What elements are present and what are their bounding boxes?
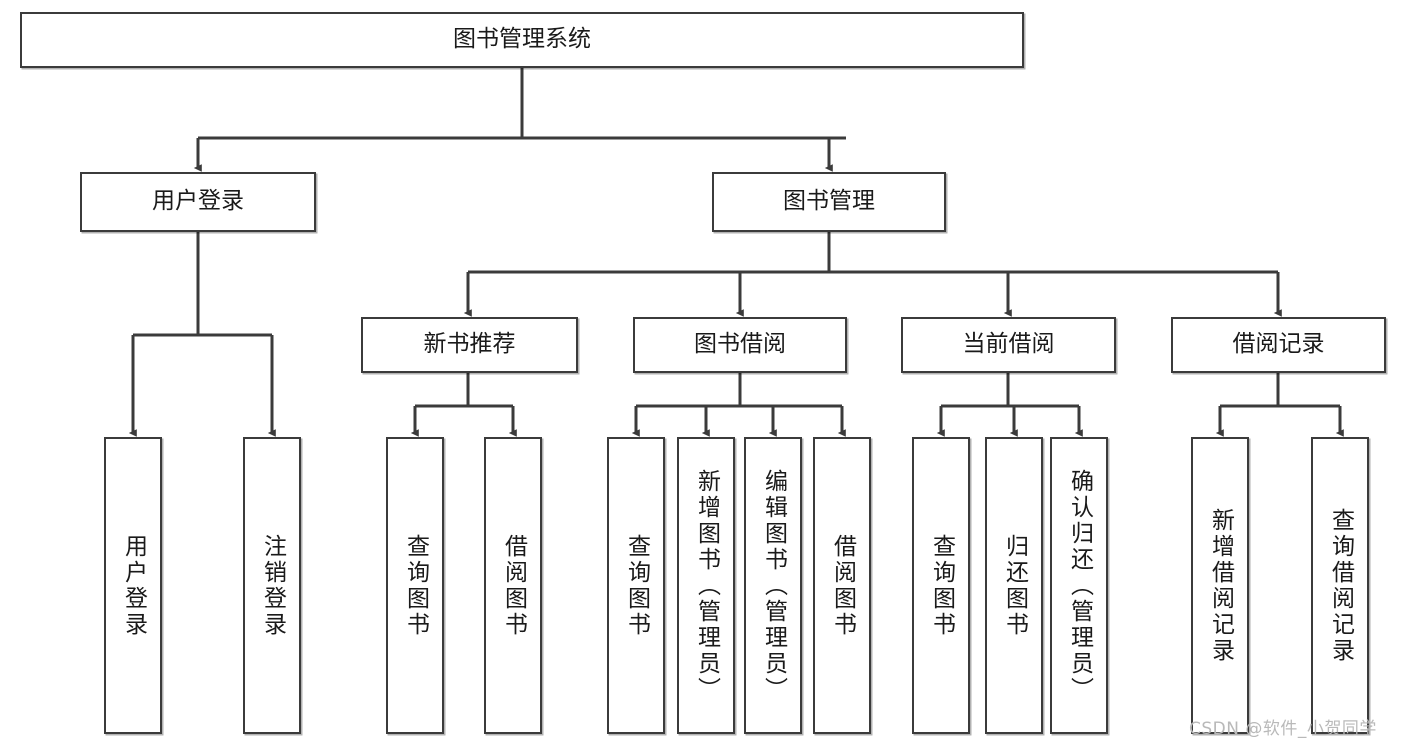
node-leaf-return-book[interactable]: 归还图书 xyxy=(985,437,1043,734)
node-current-borrow-label: 当前借阅 xyxy=(962,331,1055,358)
node-book-borrow-label: 图书借阅 xyxy=(694,331,786,358)
node-leaf-query-book-1-label: 查询图书 xyxy=(402,533,429,638)
node-leaf-borrow-book-1-label: 借阅图书 xyxy=(500,533,527,638)
node-leaf-add-book-admin-label: 新增图书（管理员） xyxy=(693,468,720,703)
node-borrow-record[interactable]: 借阅记录 xyxy=(1171,317,1386,373)
node-leaf-edit-book-admin-label: 编辑图书（管理员） xyxy=(760,468,787,703)
node-leaf-logout-label: 注销登录 xyxy=(259,533,286,638)
watermark-text: CSDN @软件_小贺同学 xyxy=(1189,719,1377,739)
node-leaf-user-login[interactable]: 用户登录 xyxy=(104,437,162,734)
node-current-borrow[interactable]: 当前借阅 xyxy=(901,317,1116,373)
node-leaf-query-book-2[interactable]: 查询图书 xyxy=(607,437,665,734)
node-leaf-return-book-label: 归还图书 xyxy=(1001,533,1028,638)
node-book-management-label: 图书管理 xyxy=(783,188,875,215)
node-leaf-edit-book-admin[interactable]: 编辑图书（管理员） xyxy=(744,437,802,734)
node-leaf-add-borrow-record-label: 新增借阅记录 xyxy=(1207,507,1234,664)
node-leaf-query-book-2-label: 查询图书 xyxy=(623,533,650,638)
node-leaf-query-borrow-record-label: 查询借阅记录 xyxy=(1327,507,1354,664)
node-leaf-add-book-admin[interactable]: 新增图书（管理员） xyxy=(677,437,735,734)
node-leaf-borrow-book-2-label: 借阅图书 xyxy=(829,533,856,638)
node-leaf-borrow-book-2[interactable]: 借阅图书 xyxy=(813,437,871,734)
node-leaf-confirm-return-admin-label: 确认归还（管理员） xyxy=(1066,468,1093,703)
node-root[interactable]: 图书管理系统 xyxy=(20,12,1024,68)
node-leaf-borrow-book-1[interactable]: 借阅图书 xyxy=(484,437,542,734)
node-leaf-confirm-return-admin[interactable]: 确认归还（管理员） xyxy=(1050,437,1108,734)
node-root-label: 图书管理系统 xyxy=(453,26,591,53)
node-leaf-query-book-3-label: 查询图书 xyxy=(928,533,955,638)
node-book-borrow[interactable]: 图书借阅 xyxy=(633,317,847,373)
node-new-book-recommend[interactable]: 新书推荐 xyxy=(361,317,578,373)
node-leaf-query-book-3[interactable]: 查询图书 xyxy=(912,437,970,734)
node-leaf-add-borrow-record[interactable]: 新增借阅记录 xyxy=(1191,437,1249,734)
node-new-book-recommend-label: 新书推荐 xyxy=(423,331,516,358)
node-leaf-query-borrow-record[interactable]: 查询借阅记录 xyxy=(1311,437,1369,734)
node-user-login[interactable]: 用户登录 xyxy=(80,172,316,232)
node-book-management[interactable]: 图书管理 xyxy=(712,172,946,232)
node-user-login-label: 用户登录 xyxy=(152,188,244,215)
node-leaf-logout[interactable]: 注销登录 xyxy=(243,437,301,734)
node-leaf-user-login-label: 用户登录 xyxy=(120,533,147,638)
node-leaf-query-book-1[interactable]: 查询图书 xyxy=(386,437,444,734)
node-borrow-record-label: 借阅记录 xyxy=(1232,331,1325,358)
